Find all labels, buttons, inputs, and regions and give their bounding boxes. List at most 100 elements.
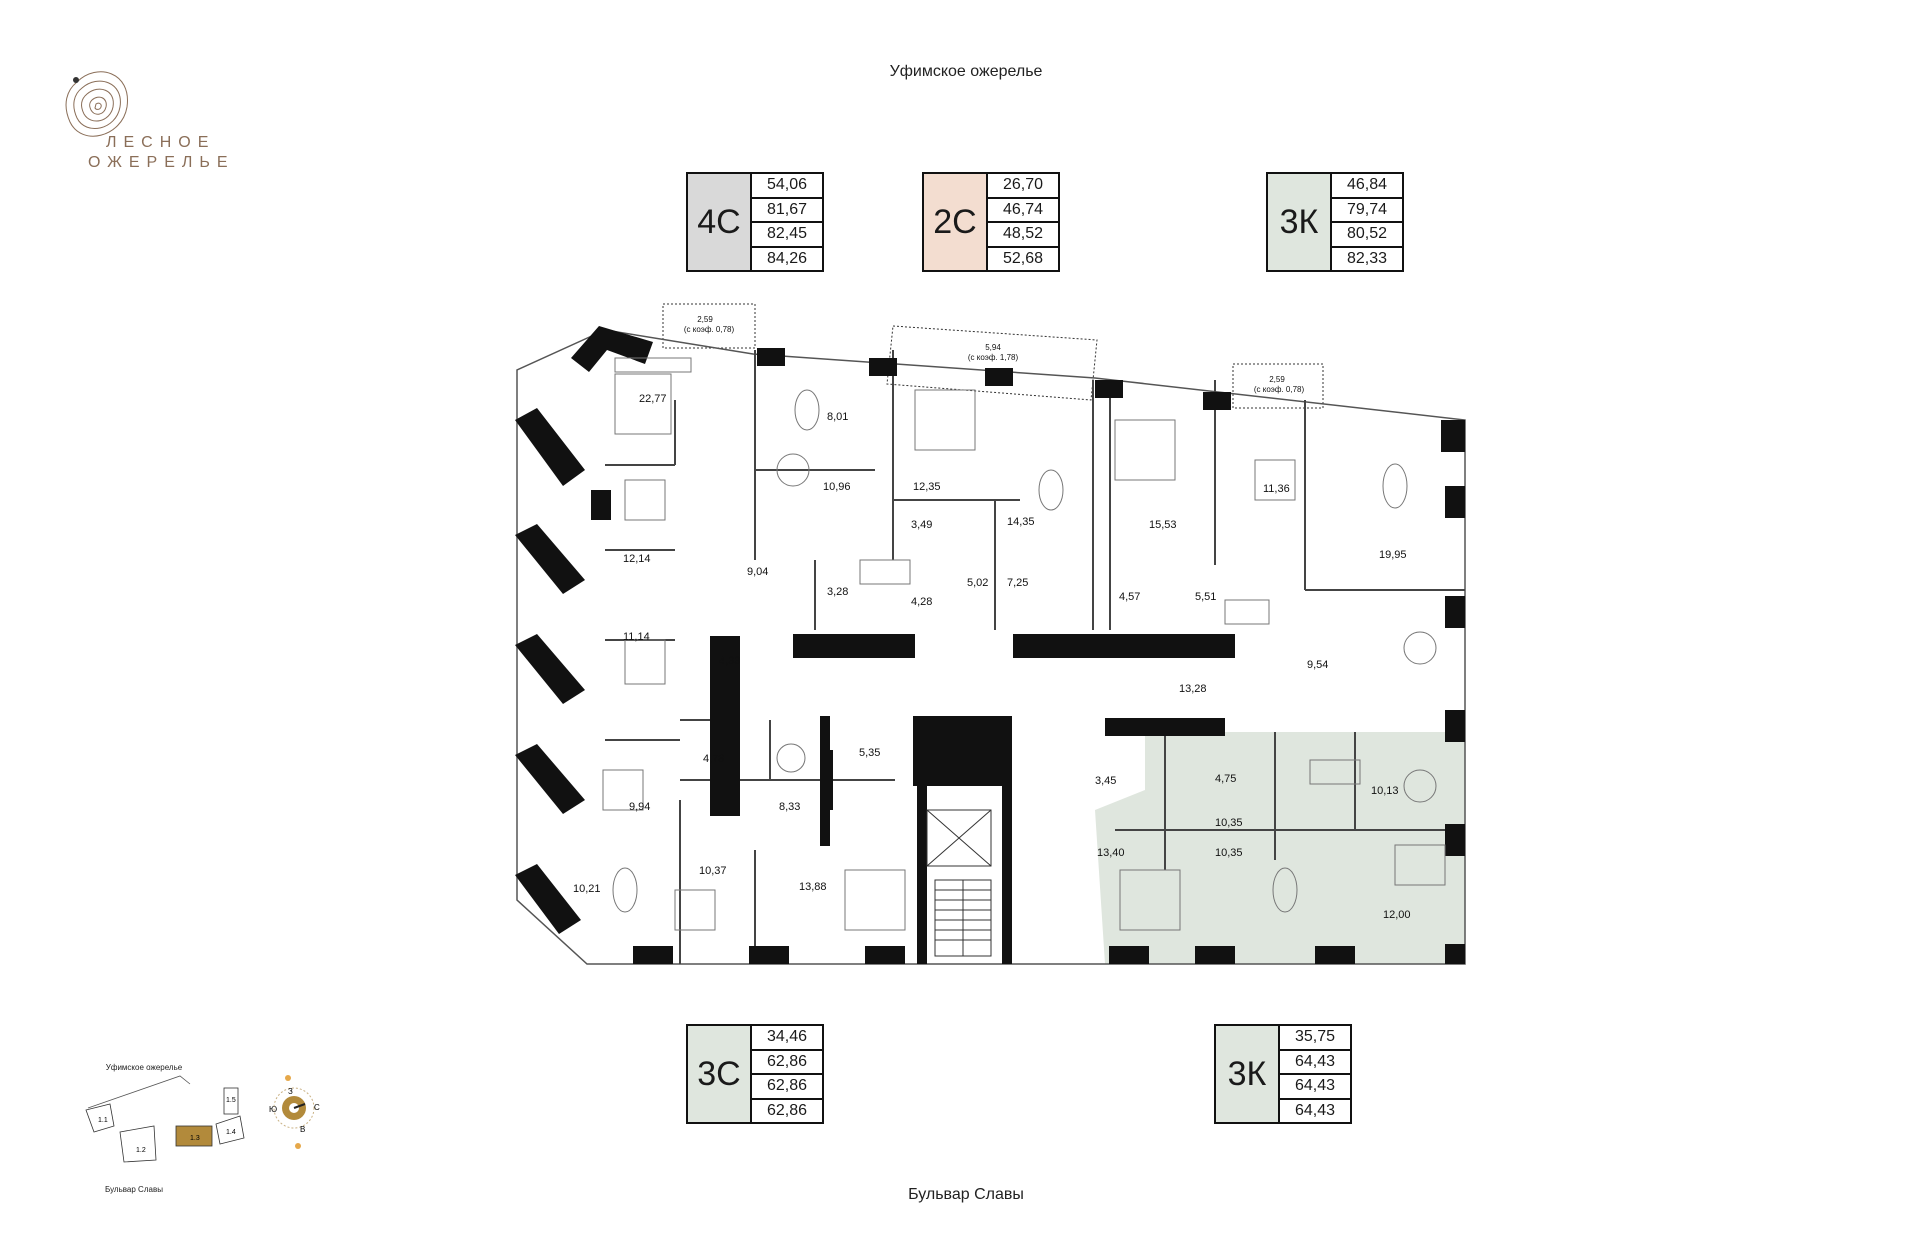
room-area: 13,40 <box>1097 847 1125 859</box>
room-area: 10,35 <box>1215 817 1243 829</box>
room-area: 5,51 <box>1195 591 1216 603</box>
compass-west: З <box>288 1087 293 1096</box>
room-area: 12,35 <box>913 481 941 493</box>
room-area: 3,45 <box>1095 775 1116 787</box>
legend-value: 46,74 <box>988 199 1058 223</box>
keyplan-section[interactable] <box>215 1115 245 1145</box>
legend-code: 2С <box>924 174 988 270</box>
room-area: 4,57 <box>1119 591 1140 603</box>
legend-values: 26,70 46,74 48,52 52,68 <box>988 174 1058 270</box>
legend-value: 64,43 <box>1280 1075 1350 1100</box>
room-area: 12,14 <box>623 553 651 565</box>
keyplan-section-label: 1.2 <box>136 1147 146 1154</box>
room-area: 9,94 <box>629 801 650 813</box>
logo-text-line1: ЛЕСНОЕ <box>106 134 216 151</box>
legend-value: 79,74 <box>1332 199 1402 223</box>
sun-icon <box>285 1075 291 1081</box>
legend-value: 84,26 <box>766 249 808 267</box>
room-area: 4,33 <box>719 655 740 667</box>
room-area: 8,33 <box>779 801 800 813</box>
legend-apartment-3k-bottom[interactable]: 3К 35,75 64,43 64,43 64,43 <box>1214 1024 1352 1124</box>
logo-contour-icon <box>65 71 128 137</box>
room-area: 3,49 <box>911 519 932 531</box>
street-label-bottom: Бульвар Славы <box>908 1186 1024 1203</box>
logo-text-line2: ОЖЕРЕЛЬЕ <box>88 154 235 171</box>
keyplan-section[interactable] <box>119 1125 157 1163</box>
sun-icon <box>295 1143 301 1149</box>
keyplan-street-top: Уфимское ожерелье <box>106 1063 183 1072</box>
room-area: 12,00 <box>1383 909 1411 921</box>
balcony-area: 2,59 <box>1269 375 1285 384</box>
balcony-note: (с коэф. 0,78) <box>1254 385 1305 394</box>
brand-logo: ЛЕСНОЕ ОЖЕРЕЛЬЕ <box>62 62 302 182</box>
balcony-area: 5,94 <box>985 343 1001 352</box>
keyplan-section-label: 1.4 <box>226 1129 236 1136</box>
legend-value: 64,43 <box>1280 1051 1350 1075</box>
legend-apartment-2c[interactable]: 2С 26,70 46,74 48,52 52,68 <box>922 172 1060 272</box>
keyplan-section-active[interactable] <box>175 1125 213 1147</box>
compass-icon: З С Ю В <box>269 1075 320 1149</box>
staircase <box>934 879 992 957</box>
room-area: 3,28 <box>827 586 848 598</box>
legend-code: 4С <box>688 174 752 270</box>
legend-value: 26,70 <box>988 174 1058 199</box>
compass-south: Ю <box>269 1105 277 1114</box>
room-area: 4,78 <box>703 753 724 765</box>
room-area: 7,25 <box>1007 577 1028 589</box>
room-area: 4,28 <box>911 596 932 608</box>
legend-value: 54,06 <box>752 174 822 199</box>
elevator-shaft <box>926 809 992 867</box>
room-area: 10,21 <box>573 883 601 895</box>
keyplan-street-bottom: Бульвар Славы <box>105 1185 163 1194</box>
room-area: 13,28 <box>1179 683 1207 695</box>
compass-east: В <box>300 1125 305 1134</box>
balcony-area: 2,59 <box>697 315 713 324</box>
room-area: 5,02 <box>967 577 988 589</box>
street-label-top: Уфимское ожерелье <box>889 63 1043 80</box>
legend-apartment-4c[interactable]: 4С 54,06 81,67 82,45 84,26 <box>686 172 824 272</box>
room-area: 11,36 <box>1263 483 1290 495</box>
legend-value: 52,68 <box>1002 249 1044 267</box>
legend-apartment-3c[interactable]: 3С 34,46 62,86 62,86 62,86 <box>686 1024 824 1124</box>
room-area: 10,35 <box>1215 847 1243 859</box>
legend-value: 35,75 <box>1280 1026 1350 1051</box>
legend-values: 46,84 79,74 80,52 82,33 <box>1332 174 1402 270</box>
room-area: 14,35 <box>1007 516 1035 528</box>
balcony <box>662 303 756 349</box>
keyplan-section-label: 1.1 <box>98 1117 108 1124</box>
legend-value: 81,67 <box>752 199 822 223</box>
balcony <box>1232 363 1324 409</box>
legend-value: 62,86 <box>752 1051 822 1075</box>
legend-code: 3С <box>688 1026 752 1122</box>
legend-value: 48,52 <box>988 223 1058 248</box>
legend-value: 80,52 <box>1332 223 1402 248</box>
legend-value: 64,43 <box>1294 1101 1336 1119</box>
balcony-note: (с коэф. 0,78) <box>684 325 735 334</box>
legend-value: 62,86 <box>766 1101 808 1119</box>
room-area: 9,54 <box>1307 659 1328 671</box>
legend-value: 82,45 <box>752 223 822 248</box>
legend-apartment-3k-top[interactable]: 3К 46,84 79,74 80,52 82,33 <box>1266 172 1404 272</box>
legend-values: 35,75 64,43 64,43 64,43 <box>1280 1026 1350 1122</box>
keyplan-section[interactable] <box>223 1087 239 1115</box>
legend-code: 3К <box>1216 1026 1280 1122</box>
room-area: 15,53 <box>1149 519 1177 531</box>
legend-value: 82,33 <box>1346 249 1388 267</box>
floor-plan: 2,59 (с коэф. 0,78) 5,94 (с коэф. 1,78) … <box>515 303 1466 965</box>
legend-value: 46,84 <box>1332 174 1402 199</box>
room-area: 13,88 <box>799 881 827 893</box>
legend-code: 3К <box>1268 174 1332 270</box>
legend-values: 34,46 62,86 62,86 62,86 <box>752 1026 822 1122</box>
balcony-note: (с коэф. 1,78) <box>968 353 1019 362</box>
apartment-highlight[interactable] <box>1095 732 1465 964</box>
room-area: 19,95 <box>1379 549 1407 561</box>
room-area: 8,01 <box>827 411 848 423</box>
legend-value: 34,46 <box>752 1026 822 1051</box>
room-area: 10,13 <box>1371 785 1399 797</box>
furniture <box>602 357 1446 931</box>
compass-north: С <box>314 1103 320 1112</box>
keyplan-section[interactable] <box>85 1103 115 1133</box>
room-area: 11,14 <box>623 631 650 643</box>
room-area: 4,75 <box>1215 773 1236 785</box>
room-area: 5,35 <box>859 747 880 759</box>
